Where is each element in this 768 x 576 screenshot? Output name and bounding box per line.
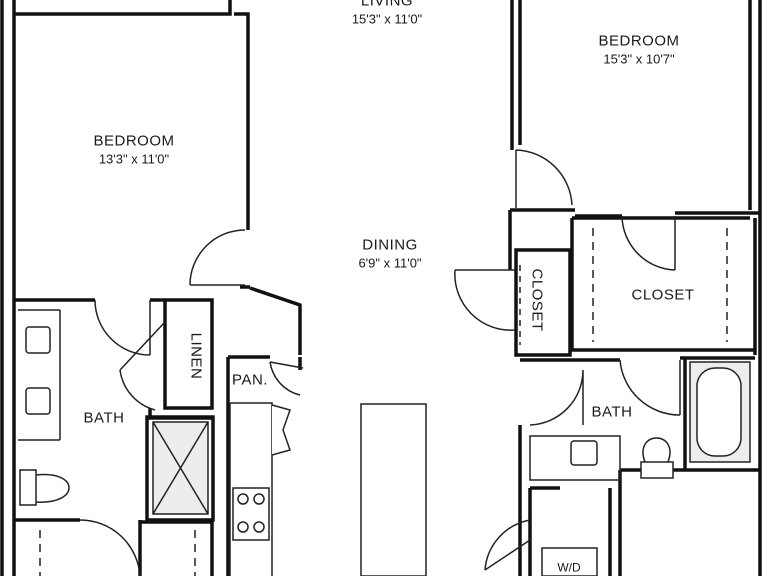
shower-walls: [145, 415, 215, 522]
room-living-dims: 15'3" x 11'0": [351, 11, 423, 27]
room-pantry-name: PAN.: [232, 371, 268, 389]
fixtures: [19, 326, 751, 576]
door-closet-large: [621, 215, 676, 271]
sink-2: [25, 387, 51, 415]
room-closet-small-name: CLOSET: [528, 268, 546, 332]
closet-walls: [508, 208, 760, 357]
wd-walls: [528, 486, 612, 576]
room-dining: DINING 6'9" x 11'0": [358, 237, 421, 272]
room-bedroom-left: BEDROOM 13'3" x 11'0": [93, 133, 174, 168]
sink-right: [570, 440, 598, 466]
room-laundry-name: W/D: [557, 560, 581, 575]
bath-left-counter-edge: [18, 309, 61, 441]
door-wd: [484, 519, 531, 571]
door-closet-small: [454, 269, 516, 331]
burner-3: [237, 521, 249, 533]
closet-large-walls: [570, 216, 757, 355]
toilet-right: [640, 437, 674, 479]
bath-left-walls: [12, 300, 214, 576]
tub-inner: [696, 367, 742, 457]
door-bath-left-lower: [79, 519, 141, 576]
island: [360, 403, 427, 576]
burner-1: [237, 493, 249, 505]
bath-right-walls: [518, 356, 760, 576]
room-bedroom-left-dims: 13'3" x 11'0": [98, 151, 170, 167]
room-pantry: PAN.: [232, 372, 268, 391]
door-bedroom-right: [515, 149, 573, 208]
wd-box: [541, 547, 598, 576]
room-bath-right: BATH: [592, 404, 633, 423]
room-bedroom-right-name: BEDROOM: [598, 32, 680, 50]
burner-2: [253, 493, 265, 505]
door-bedroom-left: [189, 229, 246, 286]
room-linen-name: LINEN: [187, 332, 205, 380]
room-living-name: LIVING: [360, 0, 414, 10]
kitchen-counter: [229, 402, 273, 576]
room-dining-name: DINING: [362, 236, 418, 254]
burner-4: [253, 521, 265, 533]
room-closet-large: CLOSET: [631, 287, 694, 306]
room-bath-right-name: BATH: [591, 403, 633, 421]
bedroom-right-walls: [510, 0, 762, 576]
door-bath-right-2: [619, 359, 681, 416]
fridge: [271, 404, 291, 456]
door-linen: [119, 321, 166, 411]
room-bedroom-right-dims: 15'3" x 10'7": [603, 51, 675, 67]
door-bath-left: [94, 299, 151, 356]
door-swings: [79, 149, 681, 576]
sink-1: [25, 326, 51, 354]
room-living: LIVING 15'3" x 11'0": [352, 0, 422, 28]
exterior-wall-left: [0, 0, 16, 576]
room-bath-left: BATH: [84, 410, 125, 429]
door-bath-right: [529, 369, 584, 426]
room-bath-left-name: BATH: [83, 409, 125, 427]
toilet-left: [19, 469, 70, 506]
shower-floor: [152, 421, 209, 515]
room-closet-large-name: CLOSET: [631, 286, 695, 304]
room-dining-dims: 6'9" x 11'0": [358, 255, 422, 271]
door-pantry: [269, 361, 304, 396]
bath-right-counter: [529, 435, 621, 481]
bedroom-left-lower-wall: [240, 285, 302, 355]
room-bedroom-left-name: BEDROOM: [93, 132, 175, 150]
bedroom-left-walls: [14, 0, 250, 302]
room-bedroom-right: BEDROOM 15'3" x 10'7": [598, 33, 679, 68]
thin-lines: [18, 228, 728, 576]
